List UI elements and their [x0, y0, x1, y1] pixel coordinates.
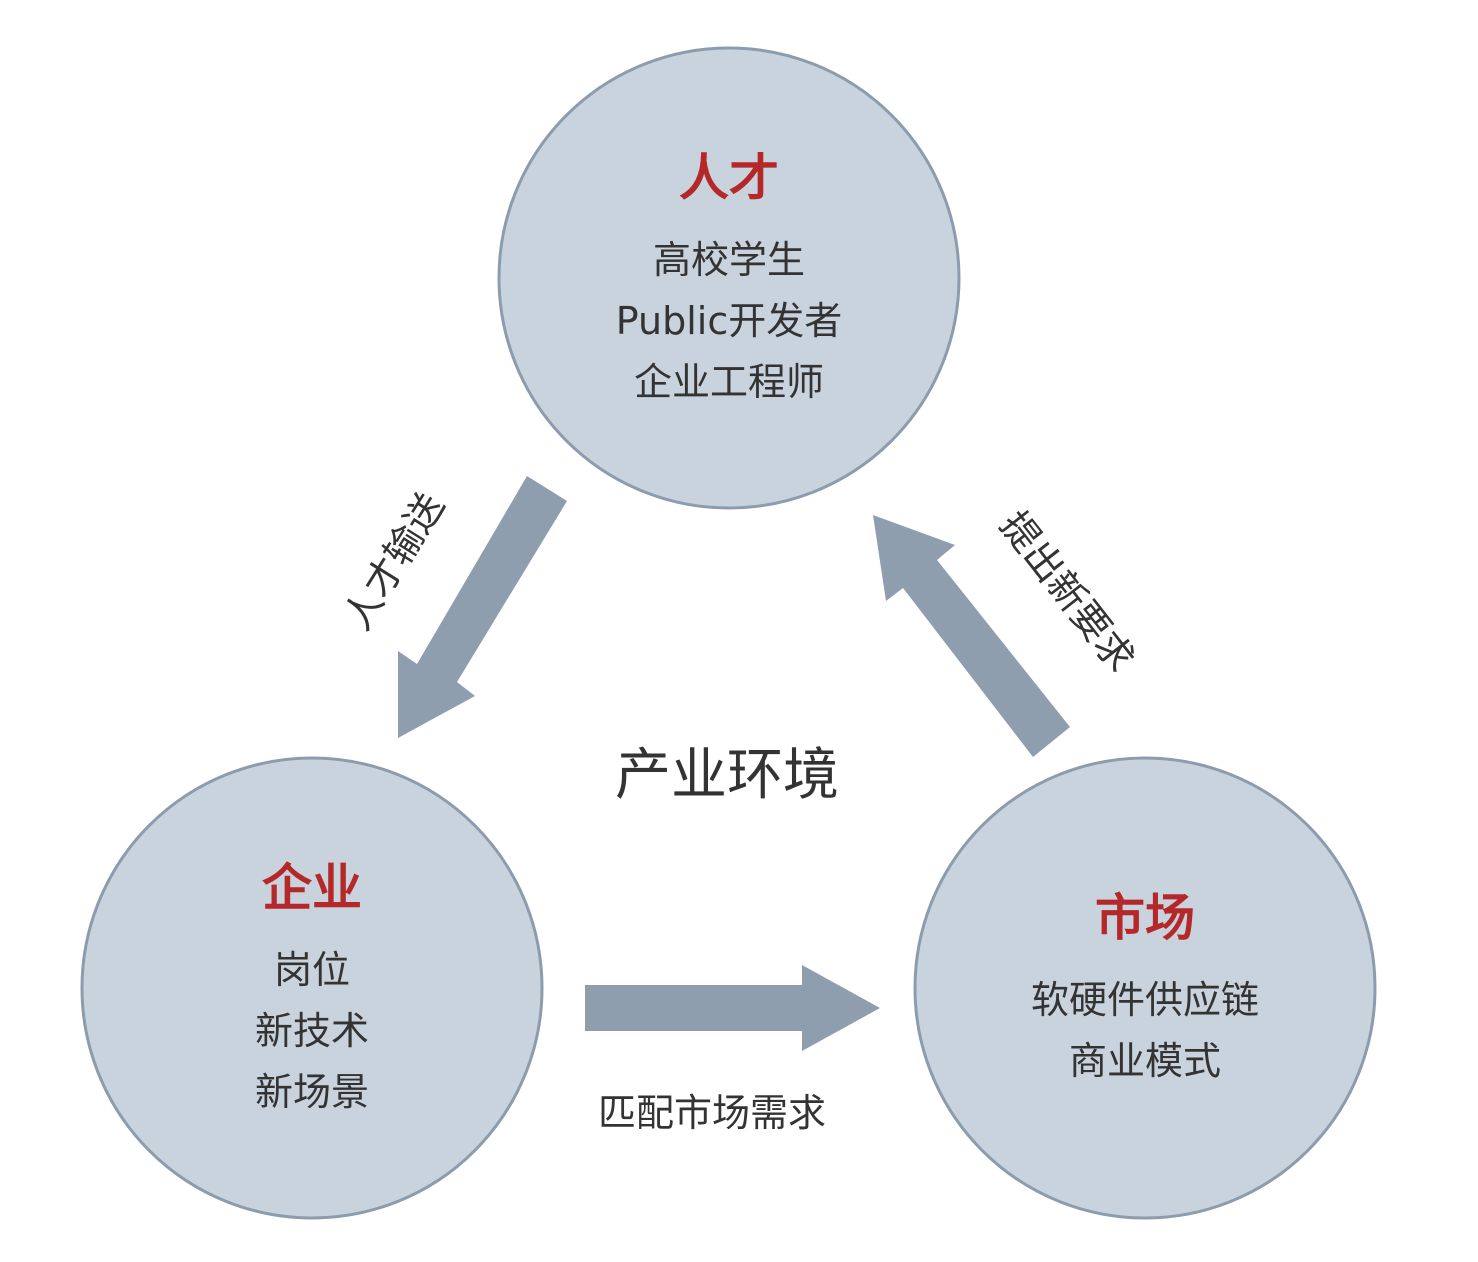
- market-line: 软硬件供应链: [1030, 978, 1259, 1022]
- arrow-talent-to-enterprise: [398, 476, 567, 738]
- market-line: 商业模式: [1068, 1039, 1221, 1083]
- arrow-market-to-talent: [873, 515, 1070, 757]
- enterprise-line: 新场景: [254, 1070, 369, 1114]
- enterprise-title: 企业: [262, 859, 362, 917]
- talent-title: 人才: [679, 149, 779, 207]
- arrow-enterprise-to-market: [585, 965, 880, 1051]
- market-title: 市场: [1095, 889, 1195, 947]
- talent-circle: [497, 46, 961, 510]
- enterprise-circle: [80, 756, 544, 1220]
- talent-line: 高校学生: [652, 238, 805, 282]
- enterprise-line: 岗位: [273, 948, 350, 992]
- center-label: 产业环境: [615, 743, 839, 808]
- enterprise-line: 新技术: [254, 1009, 369, 1053]
- talent-node: 人才 高校学生 Public开发者 企业工程师: [529, 148, 929, 413]
- enterprise-node: 企业 岗位 新技术 新场景: [112, 858, 512, 1123]
- market-circle: [913, 756, 1377, 1220]
- talent-line: 企业工程师: [633, 360, 824, 404]
- edge-label-enterprise-to-market: 匹配市场需求: [598, 1091, 827, 1135]
- market-node: 市场 软硬件供应链 商业模式: [945, 888, 1345, 1092]
- talent-line: Public开发者: [615, 299, 843, 343]
